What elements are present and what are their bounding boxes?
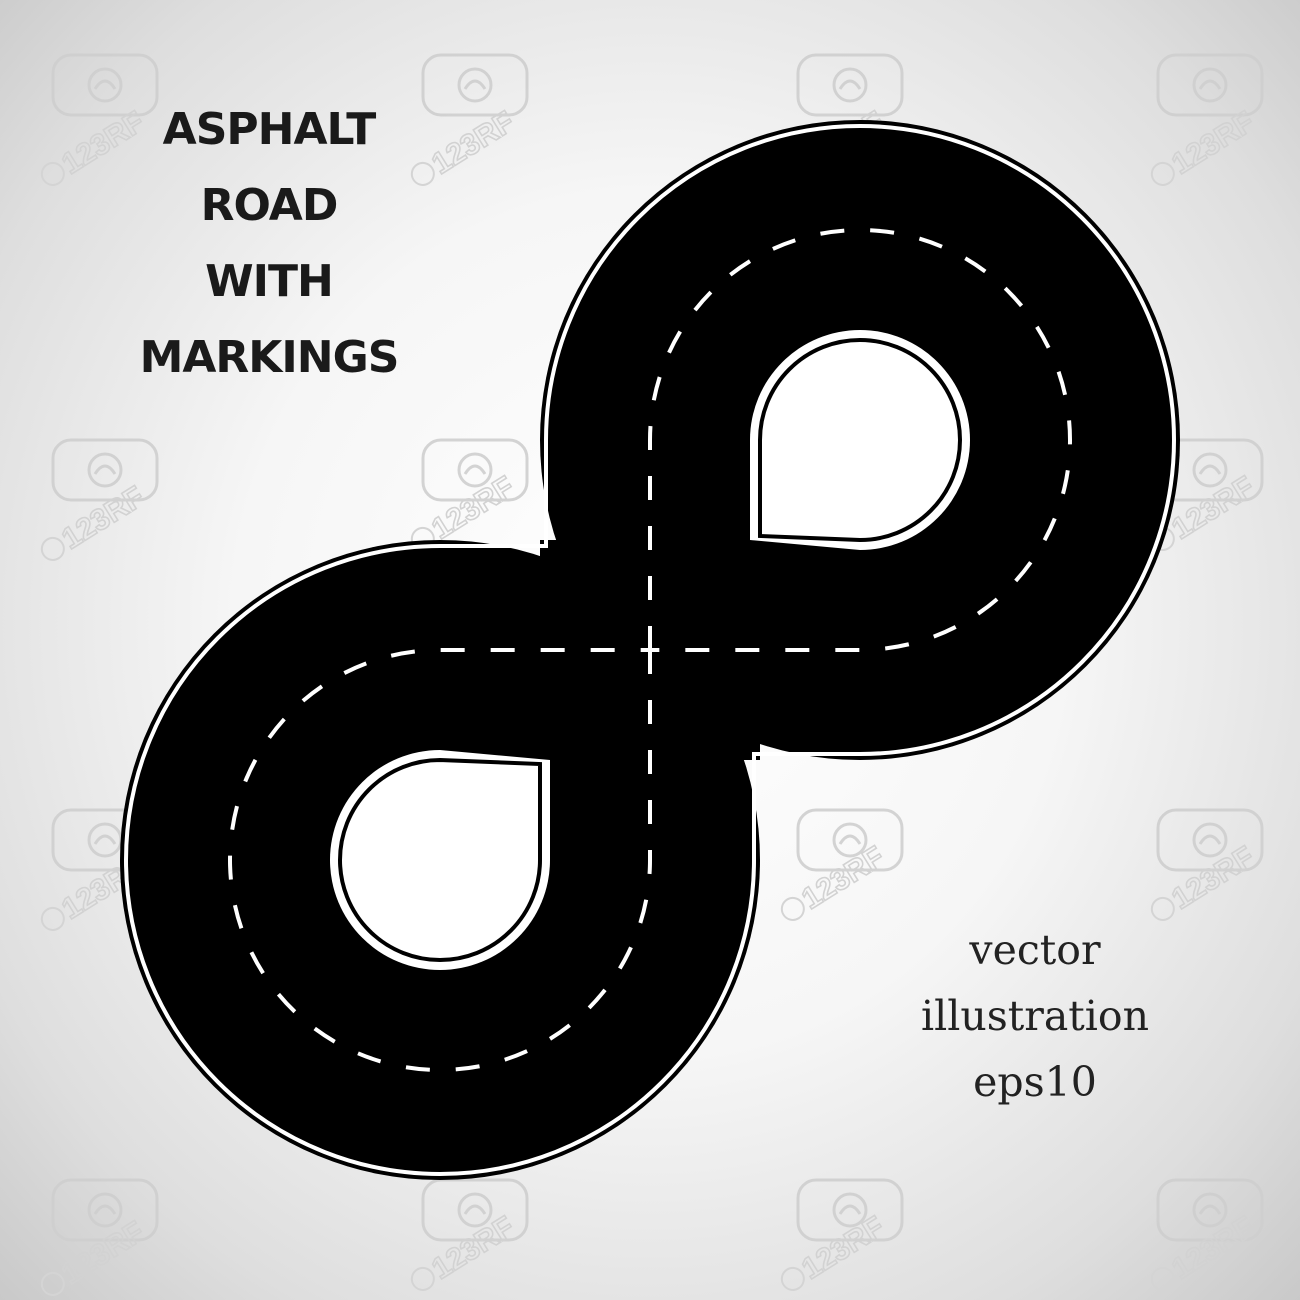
road-figure-eight-icon <box>120 120 1180 1180</box>
watermark-label: 123RF <box>426 105 520 181</box>
road-center-markings <box>228 228 1072 1072</box>
watermark-label: 123RF <box>1166 470 1260 546</box>
watermark-label: 123RF <box>426 470 520 546</box>
title-line: MARKINGS <box>139 332 400 383</box>
title-text: ASPHALT ROAD WITH MARKINGS <box>118 108 420 412</box>
road-edge-line <box>124 124 1176 1176</box>
title-line: ROAD <box>200 180 339 231</box>
watermark-label: 123RF <box>1166 1210 1260 1286</box>
watermark-label: 123RF <box>56 480 150 556</box>
road-island-lower <box>330 750 550 970</box>
watermark-label: 123RF <box>1166 840 1260 916</box>
title-line: WITH <box>205 256 334 307</box>
caption-line: illustration <box>921 992 1149 1040</box>
caption-text: vector illustration eps10 <box>880 930 1190 1128</box>
road-island-upper <box>750 330 970 550</box>
watermark-label: 123RF <box>1166 105 1260 181</box>
caption-line: vector <box>969 926 1101 974</box>
watermark-label: 123RF <box>796 840 890 916</box>
watermark-label: 123RF <box>796 1210 890 1286</box>
watermark-label: 123RF <box>426 1210 520 1286</box>
title-line: ASPHALT <box>162 104 377 155</box>
caption-line: eps10 <box>973 1058 1097 1106</box>
